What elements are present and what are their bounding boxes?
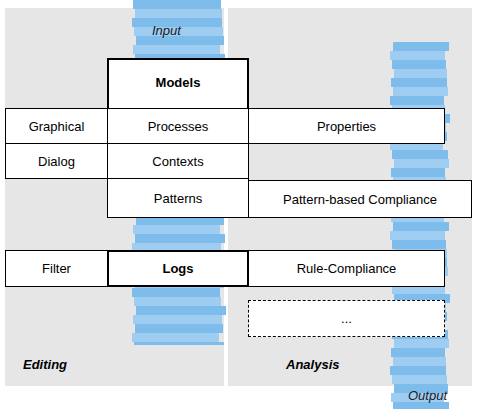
stream-bar: [394, 69, 447, 78]
stream-bar: [133, 45, 220, 54]
component-box: Processes: [107, 108, 249, 144]
box-label: Models: [109, 60, 247, 108]
box-label: Filter: [42, 261, 71, 276]
box-label: Properties: [317, 119, 376, 134]
stream-bar: [392, 60, 446, 69]
model-group-box: ModelsProcessesContextsPatterns: [107, 58, 249, 218]
component-box: Logs: [107, 250, 249, 287]
stream-bar: [132, 288, 220, 297]
stream-bar: [390, 51, 445, 60]
box-label: Graphical: [29, 119, 85, 134]
stream-bar: [393, 42, 449, 51]
analysis-panel: [228, 8, 472, 386]
box-label: Dialog: [38, 154, 75, 169]
stream-bar: [391, 78, 447, 87]
stream-bar: [134, 297, 221, 306]
component-box: Dialog: [5, 143, 108, 179]
component-box: Contexts: [107, 143, 249, 179]
stream-bar: [135, 234, 225, 243]
component-box: Properties: [248, 108, 445, 144]
stream-bar: [394, 339, 449, 348]
stream-bar: [390, 366, 446, 375]
stream-label: Output: [408, 388, 447, 403]
stream-bar: [393, 87, 448, 96]
stream-bar: [394, 159, 449, 168]
panel-label: Analysis: [286, 357, 339, 372]
box-label: Processes: [148, 119, 209, 134]
stream-bar: [134, 342, 224, 345]
stream-bar: [393, 222, 449, 231]
stream-label: Input: [152, 23, 181, 38]
box-label: Pattern-based Compliance: [283, 192, 437, 207]
stream-bar: [133, 225, 220, 234]
stream-bar: [393, 402, 449, 409]
component-box: Graphical: [5, 108, 108, 144]
output-stream: [390, 42, 450, 409]
stream-bar: [393, 357, 446, 366]
component-box: Patterns: [107, 178, 249, 218]
box-label: ...: [341, 311, 352, 326]
stream-bar: [135, 324, 223, 333]
box-label: Rule-Compliance: [297, 261, 397, 276]
stream-bar: [392, 240, 446, 249]
stream-bar: [392, 375, 447, 384]
box-label: Logs: [162, 261, 193, 276]
component-box: Rule-Compliance: [248, 250, 445, 287]
stream-bar: [133, 315, 222, 324]
stream-bar: [133, 0, 221, 9]
stream-bar: [136, 306, 226, 315]
stream-bar: [392, 150, 448, 159]
component-box: Filter: [5, 250, 108, 287]
stream-bar: [391, 348, 445, 357]
component-box: Pattern-based Compliance: [248, 180, 472, 218]
box-label: Contexts: [152, 154, 203, 169]
box-label: Patterns: [154, 191, 202, 206]
stream-bar: [390, 96, 444, 105]
stream-bar: [390, 231, 445, 240]
panel-label: Editing: [23, 357, 67, 372]
component-box: ...: [248, 300, 445, 337]
stream-bar: [135, 9, 222, 18]
stream-bar: [391, 168, 445, 177]
stream-bar: [132, 333, 219, 342]
